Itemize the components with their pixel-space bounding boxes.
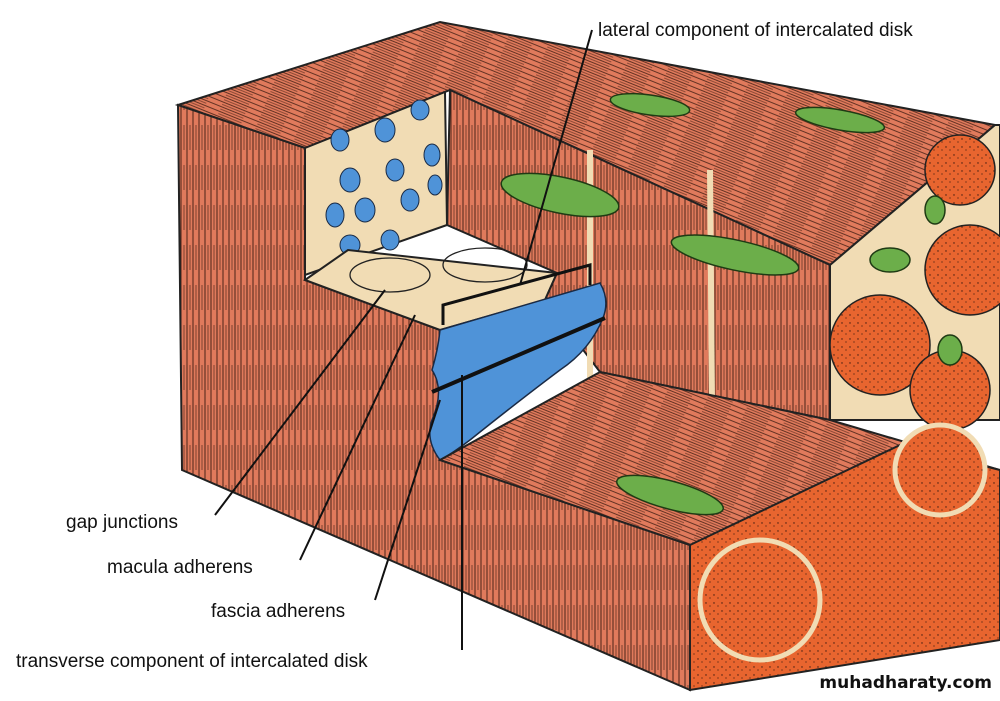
watermark: muhadharaty.com xyxy=(819,673,992,693)
fiber-cross-sections xyxy=(829,134,1000,431)
label-fascia-adherens: fascia adherens xyxy=(211,601,346,622)
label-gap-junctions: gap junctions xyxy=(66,512,178,533)
gap-junction-plaques xyxy=(325,99,443,256)
leader-lines xyxy=(214,29,593,650)
label-macula-adherens: macula adherens xyxy=(107,557,253,578)
mitochondria xyxy=(500,92,963,516)
label-transverse-component: transverse component of intercalated dis… xyxy=(16,651,368,672)
fiber-cross-sections-lower xyxy=(697,422,988,663)
label-lateral-component: lateral component of intercalated disk xyxy=(598,20,913,41)
